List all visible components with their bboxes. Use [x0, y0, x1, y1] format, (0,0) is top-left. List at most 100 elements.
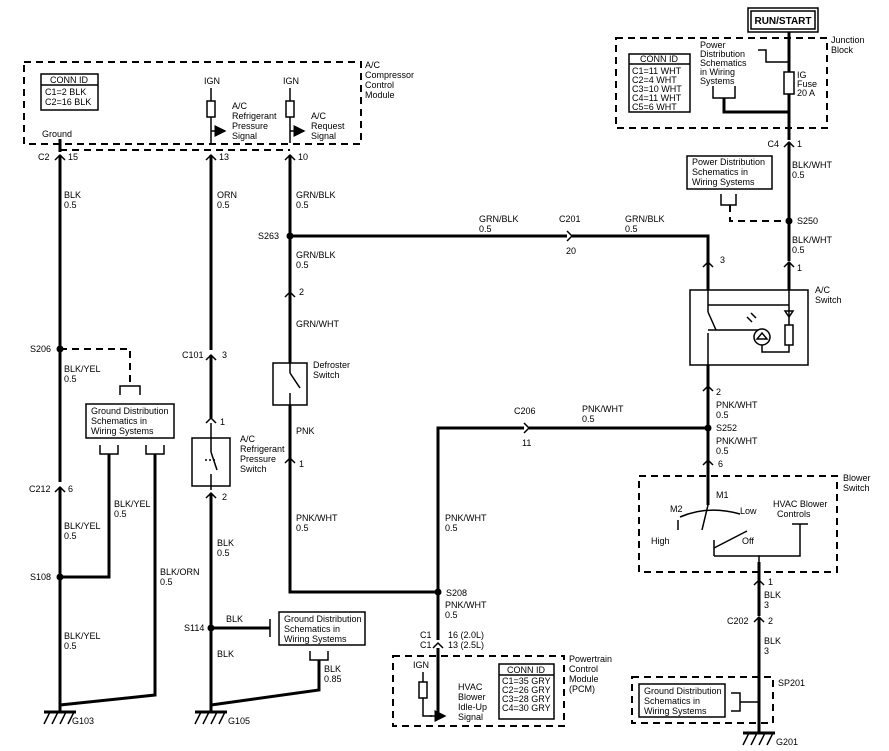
- svg-text:M2: M2: [670, 504, 683, 514]
- svg-text:S114: S114: [184, 623, 204, 633]
- svg-text:C3=28 GRY: C3=28 GRY: [502, 694, 551, 704]
- svg-text:0.5: 0.5: [296, 523, 309, 533]
- svg-text:Refrigerant: Refrigerant: [232, 111, 277, 121]
- svg-text:HVAC Blower: HVAC Blower: [773, 499, 827, 509]
- ground-g103: G103: [43, 695, 94, 726]
- svg-text:BLK/YEL: BLK/YEL: [114, 499, 151, 509]
- svg-text:1: 1: [797, 139, 802, 149]
- svg-text:Signal: Signal: [458, 712, 483, 722]
- svg-text:2: 2: [768, 616, 773, 626]
- svg-text:15: 15: [68, 152, 78, 162]
- svg-text:BLK: BLK: [324, 664, 341, 674]
- svg-text:Ground Distribution: Ground Distribution: [644, 686, 722, 696]
- ac-module-conn-id-table: CONN ID C1=2 BLK C2=16 BLK: [40, 73, 99, 111]
- pressure-switch-pin-2: 2: [205, 491, 227, 502]
- powertrain-control-module: Powertrain Control Module (PCM) IGN HVAC…: [392, 648, 612, 727]
- svg-text:Module: Module: [569, 674, 599, 684]
- svg-text:S250: S250: [797, 216, 818, 226]
- svg-text:0.5: 0.5: [64, 531, 77, 541]
- svg-text:C201: C201: [559, 214, 581, 224]
- svg-text:0.5: 0.5: [296, 200, 309, 210]
- svg-text:Switch: Switch: [240, 464, 267, 474]
- connector-c2: C2 15 13 10: [38, 152, 308, 162]
- svg-text:HVAC: HVAC: [458, 682, 483, 692]
- junction-block: Junction Block CONN ID C1=11 WHT C2=4 WH…: [615, 35, 865, 140]
- svg-text:2: 2: [716, 387, 721, 397]
- pcm-conn-id-table: CONN ID C1=35 GRY C2=26 GRY C3=28 GRY C4…: [498, 663, 555, 720]
- svg-text:0.5: 0.5: [296, 260, 309, 270]
- connector-c4: C4 1: [767, 139, 802, 149]
- svg-text:Power Distribution: Power Distribution: [692, 157, 765, 167]
- svg-text:C212: C212: [29, 484, 51, 494]
- svg-text:0.5: 0.5: [160, 577, 173, 587]
- svg-text:SP201: SP201: [778, 678, 805, 688]
- svg-text:C4: C4: [767, 139, 779, 149]
- svg-text:3: 3: [764, 600, 769, 610]
- svg-text:0.5: 0.5: [445, 610, 458, 620]
- svg-text:GRN/BLK: GRN/BLK: [296, 190, 336, 200]
- svg-text:S108: S108: [30, 572, 51, 582]
- svg-text:in Wiring: in Wiring: [700, 67, 735, 77]
- ground-g105: G105: [194, 695, 250, 726]
- svg-text:A/C: A/C: [240, 434, 256, 444]
- svg-text:Wiring Systems: Wiring Systems: [284, 634, 347, 644]
- svg-text:Block: Block: [831, 45, 854, 55]
- svg-text:Schematics in: Schematics in: [284, 624, 340, 634]
- svg-text:BLK: BLK: [764, 636, 781, 646]
- svg-text:Refrigerant: Refrigerant: [240, 444, 285, 454]
- svg-text:C4=30 GRY: C4=30 GRY: [502, 703, 551, 713]
- svg-text:Blower: Blower: [843, 473, 871, 483]
- ac-switch: A/C Switch: [689, 285, 842, 366]
- svg-text:GRN/WHT: GRN/WHT: [296, 319, 339, 329]
- svg-text:1: 1: [299, 459, 304, 469]
- svg-text:Switch: Switch: [815, 295, 842, 305]
- svg-text:A/C: A/C: [365, 60, 381, 70]
- svg-text:GRN/BLK: GRN/BLK: [296, 250, 336, 260]
- svg-text:20 A: 20 A: [797, 88, 815, 98]
- svg-text:Switch: Switch: [843, 483, 870, 493]
- svg-text:BLK: BLK: [64, 190, 81, 200]
- svg-text:Defroster: Defroster: [313, 360, 350, 370]
- svg-text:(PCM): (PCM): [569, 684, 595, 694]
- blower-switch-pin-6: 6: [702, 458, 723, 469]
- svg-text:Ground: Ground: [42, 129, 72, 139]
- svg-text:Ground Distribution: Ground Distribution: [91, 406, 169, 416]
- ground-dist-ref-box-1: Ground Distribution Schematics in Wiring…: [85, 403, 175, 455]
- svg-text:20: 20: [566, 246, 576, 256]
- ig-fuse: IG Fuse 20 A: [783, 62, 817, 140]
- svg-text:0.85: 0.85: [324, 674, 342, 684]
- svg-text:A/C: A/C: [311, 111, 327, 121]
- svg-text:CONN ID: CONN ID: [640, 54, 679, 64]
- svg-text:Request: Request: [311, 121, 345, 131]
- svg-text:A/C: A/C: [815, 285, 831, 295]
- svg-text:M1: M1: [716, 490, 729, 500]
- svg-text:Off: Off: [742, 536, 754, 546]
- svg-text:C206: C206: [514, 406, 536, 416]
- svg-text:C5=6 WHT: C5=6 WHT: [632, 102, 677, 112]
- svg-text:C4=11 WHT: C4=11 WHT: [632, 93, 682, 103]
- svg-text:Controls: Controls: [777, 509, 811, 519]
- junction-power-dist-ref: Power Distribution Schematics in Wiring …: [700, 40, 789, 114]
- svg-text:S206: S206: [30, 344, 51, 354]
- svg-text:6: 6: [68, 484, 73, 494]
- svg-text:Wiring Systems: Wiring Systems: [91, 426, 154, 436]
- svg-text:Compressor: Compressor: [365, 70, 414, 80]
- svg-text:S263: S263: [258, 231, 279, 241]
- svg-text:GRN/BLK: GRN/BLK: [625, 214, 665, 224]
- power-dist-ref-box: Power Distribution Schematics in Wiring …: [686, 155, 789, 222]
- svg-text:Wiring Systems: Wiring Systems: [692, 177, 755, 187]
- svg-text:C2=26 GRY: C2=26 GRY: [502, 685, 551, 695]
- svg-text:PNK/WHT: PNK/WHT: [296, 513, 338, 523]
- svg-text:PNK/WHT: PNK/WHT: [445, 513, 487, 523]
- pcm-connector-c1: C1 C1 16 (2.0L) 13 (2.5L): [420, 630, 484, 650]
- svg-text:0.5: 0.5: [625, 224, 638, 234]
- svg-text:0.5: 0.5: [445, 523, 458, 533]
- svg-text:C1: C1: [420, 640, 432, 650]
- svg-text:PNK/WHT: PNK/WHT: [445, 600, 487, 610]
- svg-text:Fuse: Fuse: [797, 79, 817, 89]
- svg-text:BLK/ORN: BLK/ORN: [160, 567, 200, 577]
- svg-text:2: 2: [299, 287, 304, 297]
- svg-text:IGN: IGN: [413, 660, 429, 670]
- svg-text:C1=35 GRY: C1=35 GRY: [502, 676, 551, 686]
- connector-c101: C101 3: [182, 350, 227, 361]
